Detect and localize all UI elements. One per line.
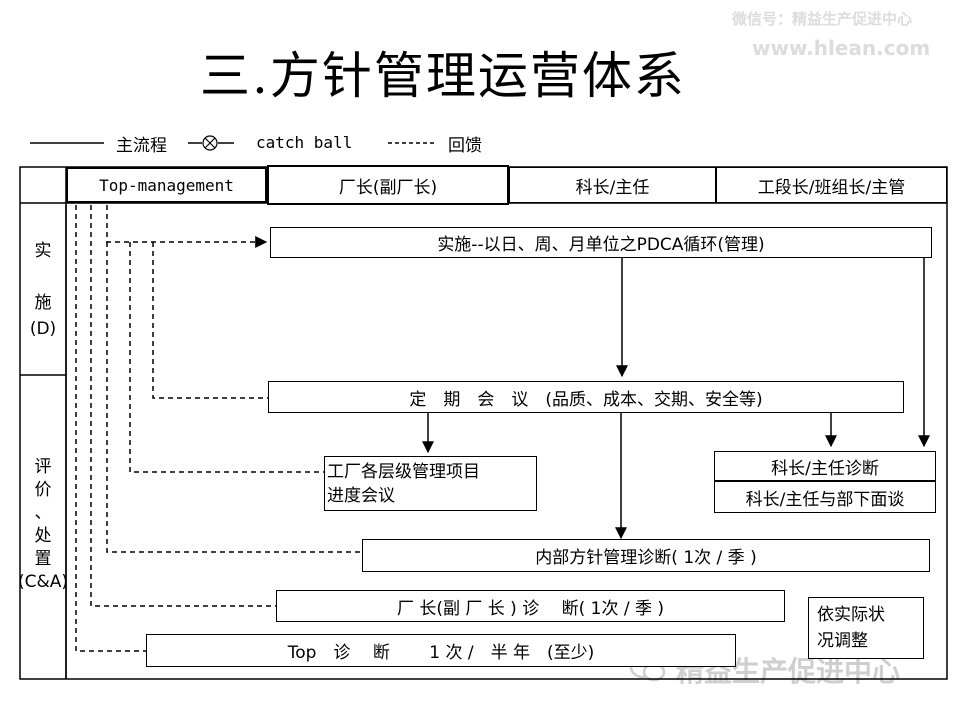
periodic-meeting-box: 定 期 会 议 (品质、成本、交期、安全等) — [268, 381, 904, 413]
header-section-chief-label: 科长/主任 — [575, 177, 650, 198]
adjust-line1: 依实际状 — [817, 605, 885, 625]
watermark-url: www.hlean.com — [752, 36, 931, 60]
legend: 主流程 catch ball 回馈 — [24, 131, 524, 156]
chief-diagnosis-box: 科长/主任诊断 — [714, 451, 936, 481]
progress-meeting-line1: 工厂各层级管理项目 — [327, 461, 480, 482]
plant-diagnosis-box: 厂 长(副 厂 长 ) 诊 断( 1次 / 季 ) — [276, 590, 785, 622]
progress-meeting-line2: 进度会议 — [327, 485, 395, 506]
legend-catch-ball: catch ball — [256, 133, 353, 152]
watermark-wechat-id: 微信号：精益生产促进中心 — [732, 10, 913, 28]
chief-interview-box: 科长/主任与部下面谈 — [714, 481, 936, 513]
progress-meeting-box: 工厂各层级管理项目 进度会议 — [324, 456, 537, 511]
pdca-cycle-box: 实施--以日、周、月单位之PDCA循环(管理) — [270, 227, 932, 258]
side-label-check-act: 评 价 、 处 置 (C&A) — [18, 457, 69, 592]
header-section-chief: 科长/主任 — [509, 167, 716, 203]
header-plant-manager: 厂长(副厂长) — [267, 165, 509, 205]
header-foreman-label: 工段长/班组长/主管 — [757, 177, 906, 198]
legend-lines — [30, 135, 436, 151]
legend-feedback: 回馈 — [448, 136, 482, 156]
top-diagnosis-box: Top 诊 断 1 次 / 半 年 (至少) — [146, 634, 736, 667]
page-title: 三.方针管理运营体系 — [200, 47, 686, 105]
header-plant-manager-label: 厂长(副厂长) — [338, 177, 438, 198]
periodic-meeting-label: 定 期 会 议 (品质、成本、交期、安全等) — [409, 389, 763, 410]
header-foreman: 工段长/班组长/主管 — [716, 167, 947, 203]
internal-diagnosis-box: 内部方针管理诊断( 1次 / 季 ) — [362, 539, 930, 572]
chief-diagnosis-label: 科长/主任诊断 — [771, 458, 879, 479]
header-top-management: Top-management — [66, 167, 267, 203]
header-top-management-label: Top-management — [99, 175, 234, 195]
adjust-line2: 况调整 — [817, 631, 868, 651]
chief-interview-label: 科长/主任与部下面谈 — [745, 489, 905, 510]
adjust-box: 依实际状 况调整 — [808, 597, 924, 659]
side-label-do: 实 施 (D) — [29, 241, 57, 339]
pdca-cycle-label: 实施--以日、周、月单位之PDCA循环(管理) — [437, 235, 765, 255]
legend-main-flow: 主流程 — [116, 136, 167, 156]
top-diagnosis-label: Top 诊 断 1 次 / 半 年 (至少) — [287, 643, 595, 663]
plant-diagnosis-label: 厂 长(副 厂 长 ) 诊 断( 1次 / 季 ) — [396, 598, 665, 619]
internal-diagnosis-label: 内部方针管理诊断( 1次 / 季 ) — [535, 548, 757, 568]
